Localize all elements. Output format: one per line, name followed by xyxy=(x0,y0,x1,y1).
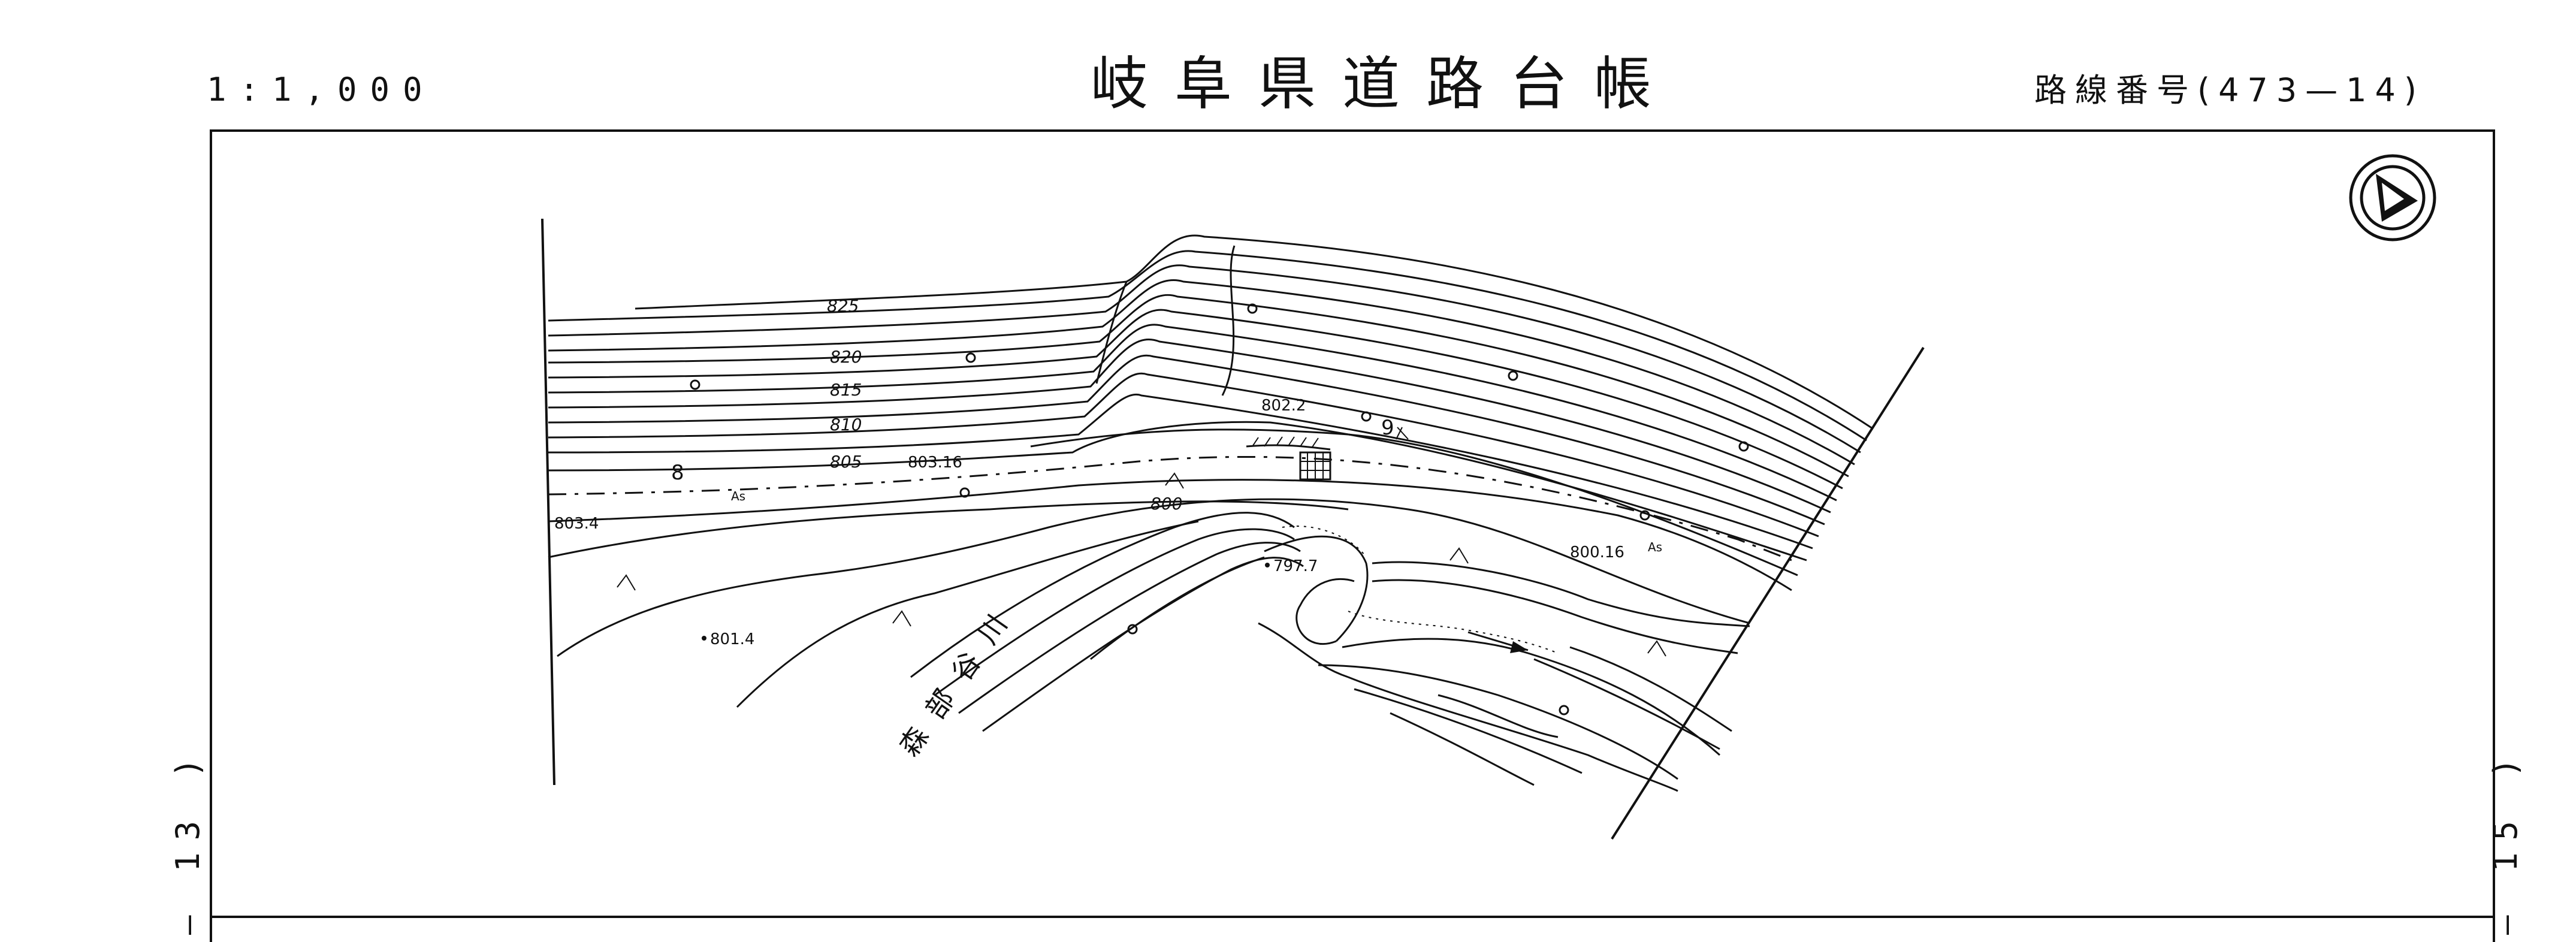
survey-points xyxy=(690,303,1749,715)
route-number: 473 xyxy=(2218,71,2306,109)
survey-boundary-left xyxy=(541,218,555,786)
surface-mark-as-right: As xyxy=(1648,540,1662,554)
route-label-text: 路線番号 xyxy=(2034,71,2197,109)
spot-height-803-16: 803.16 xyxy=(908,454,962,472)
spot-height-800-16: 800.16 xyxy=(1570,544,1624,561)
vegetation-symbols xyxy=(617,427,1666,657)
route-number-label: 路線番号(473—14) xyxy=(2034,64,2425,111)
river-name-label: 森部谷川 xyxy=(893,594,1024,762)
culvert-structure xyxy=(1246,436,1331,481)
spot-height-797-7: 797.7 xyxy=(1273,557,1318,575)
road-centerline xyxy=(548,455,1792,561)
survey-boundary-right xyxy=(1611,346,1925,840)
route-dash: — xyxy=(2305,71,2347,109)
upper-contours xyxy=(548,234,1873,576)
contour-label-820: 820 xyxy=(830,347,862,367)
map-frame xyxy=(210,129,2495,942)
lower-contours xyxy=(548,479,1792,792)
contour-label-810: 810 xyxy=(830,415,862,434)
contour-label-800: 800 xyxy=(1150,494,1182,514)
spot-height-803-4: 803.4 xyxy=(554,515,599,533)
sheet-title: 岐阜県道路台帳 xyxy=(1091,50,1678,117)
sheet-number: 14 xyxy=(2346,71,2404,109)
north-arrow-icon xyxy=(2349,154,2436,241)
contour-label-825: 825 xyxy=(827,296,859,316)
contour-label-815: 815 xyxy=(830,380,862,400)
contour-label-805: 805 xyxy=(830,452,862,472)
station-number-9: 9 xyxy=(1381,416,1394,440)
route-close-paren: ) xyxy=(2403,71,2425,109)
flow-arrow-icon xyxy=(1467,631,1529,653)
surface-mark-as-left: As xyxy=(731,489,745,503)
route-open-paren: ( xyxy=(2197,71,2219,109)
station-number-8: 8 xyxy=(671,461,684,485)
spot-height-801-4: 801.4 xyxy=(710,630,754,648)
spot-height-802-2: 802.2 xyxy=(1261,397,1306,415)
map-scale: 1:1,000 xyxy=(207,71,436,108)
